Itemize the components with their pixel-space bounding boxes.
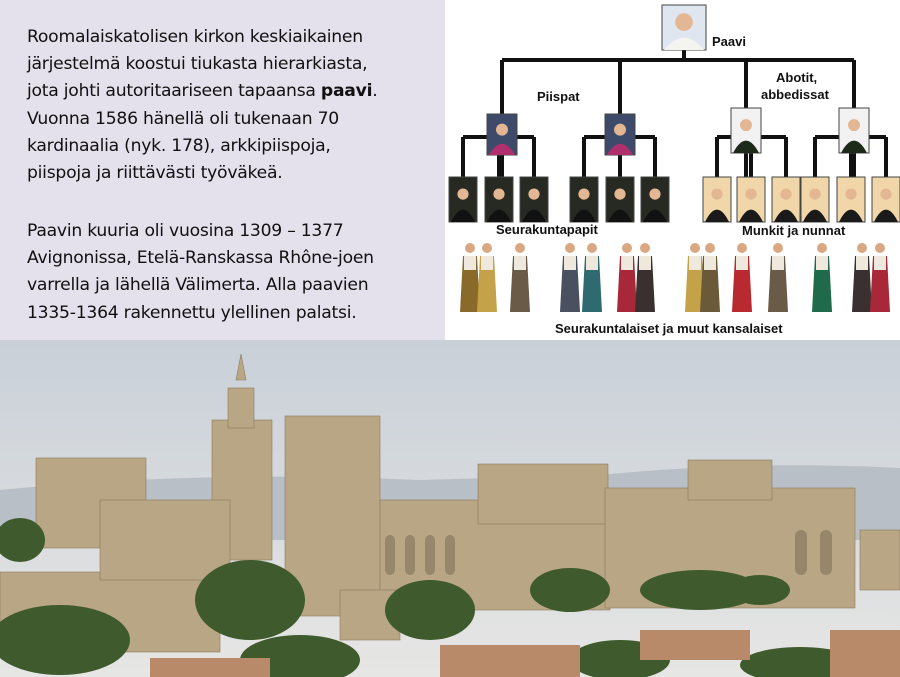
text-panel: Roomalaiskatolisen kirkon keskiaikainen …: [0, 0, 445, 340]
label-priests: Seurakuntapapit: [496, 222, 599, 237]
label-pope: Paavi: [712, 34, 746, 49]
costumed-person: [582, 243, 602, 312]
costumed-person: [460, 243, 480, 312]
monk-portrait: [836, 176, 866, 223]
abbot-portrait: [838, 107, 870, 154]
arches: [385, 530, 832, 575]
pope-portrait: [661, 4, 707, 51]
costumed-person: [560, 243, 580, 312]
intro-text-b: . Vuonna 1586 hänellä oli tukenaan 70 ka…: [27, 81, 378, 184]
label-monks: Munkit ja nunnat: [742, 223, 846, 238]
priest-portrait: [519, 176, 549, 223]
avignon-paragraph: Paavin kuuria oli vuosina 1309 – 1377 Av…: [27, 221, 374, 323]
priest-portrait: [605, 176, 635, 223]
bishop-portrait: [604, 113, 636, 156]
costumed-person: [732, 243, 752, 312]
trees: [0, 518, 860, 677]
priest-portrait: [484, 176, 514, 223]
priest-portrait: [448, 176, 478, 223]
costumed-person: [870, 243, 890, 312]
intro-text-a: Roomalaiskatolisen kirkon keskiaikainen …: [27, 27, 368, 102]
monk-portrait: [871, 176, 900, 223]
costumed-person: [768, 243, 788, 312]
hierarchy-diagram: Paavi Piispat Abotit, abbedissat Seuraku…: [445, 0, 900, 340]
label-laity: Seurakuntalaiset ja muut kansalaiset: [555, 321, 783, 336]
bishop-portrait: [486, 113, 518, 156]
palace-photo: [0, 340, 900, 677]
costumed-person: [700, 243, 720, 312]
intro-text-bold: paavi: [320, 81, 373, 102]
costumed-person: [477, 243, 497, 312]
priest-portrait: [640, 176, 670, 223]
monk-portrait: [800, 176, 830, 223]
costumed-person: [852, 243, 872, 312]
costumed-person: [510, 243, 530, 312]
tree-lines: [461, 48, 888, 178]
costumed-person: [812, 243, 832, 312]
monk-portrait: [702, 176, 732, 223]
costumed-person: [617, 243, 637, 312]
abbot-portrait: [730, 107, 762, 154]
priest-portrait: [569, 176, 599, 223]
label-bishops: Piispat: [537, 89, 580, 104]
monk-portrait: [736, 176, 766, 223]
label-abbots-1: Abotit,: [776, 70, 817, 85]
costumed-person: [635, 243, 655, 312]
town-roofs: [150, 630, 900, 677]
monk-portrait: [771, 176, 801, 223]
intro-paragraph: Roomalaiskatolisen kirkon keskiaikainen …: [27, 24, 378, 187]
label-abbots-2: abbedissat: [761, 87, 830, 102]
costumed-person: [685, 243, 705, 312]
